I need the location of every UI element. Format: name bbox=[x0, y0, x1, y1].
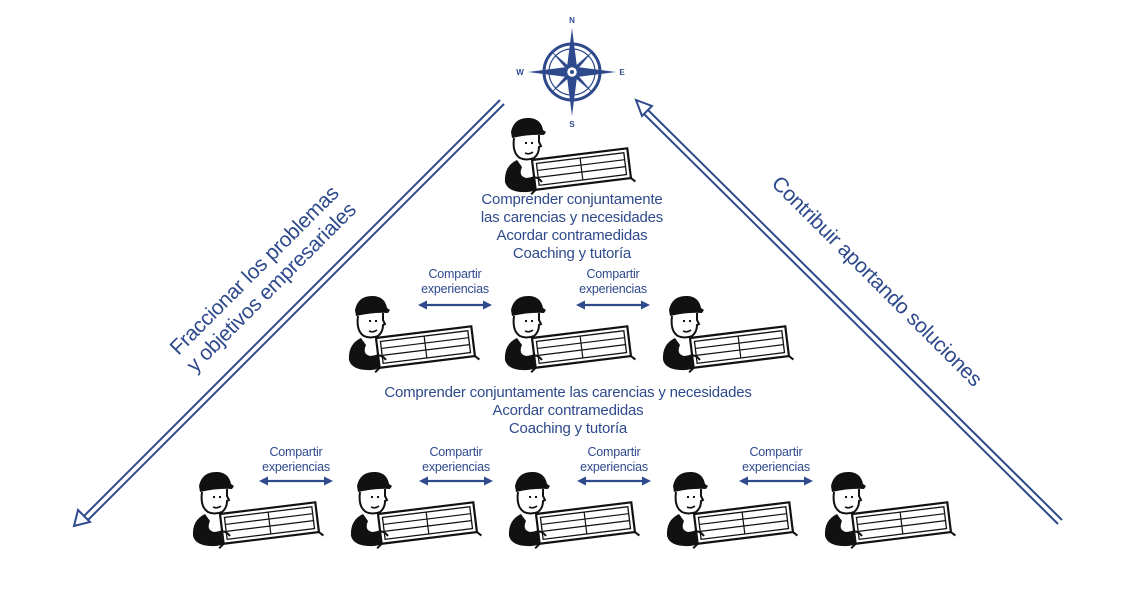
worker-figure-top bbox=[503, 116, 637, 196]
worker-figure-bottom-2 bbox=[349, 470, 483, 550]
share-label-line2: experiencias bbox=[421, 282, 489, 296]
middle-tier-line-1: Comprender conjuntamente las carencias y… bbox=[384, 384, 751, 401]
share-label-line2: experiencias bbox=[742, 460, 810, 474]
share-label-line1: Compartir bbox=[749, 445, 802, 459]
share-label-line1: Compartir bbox=[269, 445, 322, 459]
share-label-line1: Compartir bbox=[586, 267, 639, 281]
middle-tier-line-2: Acordar contramedidas bbox=[493, 402, 644, 419]
worker-figure-bottom-4 bbox=[665, 470, 799, 550]
right-ascending-arrow bbox=[634, 98, 1063, 525]
share-experience-bottom-3: Compartir experiencias bbox=[575, 445, 653, 487]
top-tier-line-3: Acordar contramedidas bbox=[497, 227, 648, 244]
double-arrow-icon bbox=[416, 299, 494, 311]
share-experience-middle-2: Compartir experiencias bbox=[574, 267, 652, 311]
worker-figure-bottom-5 bbox=[823, 470, 957, 550]
top-tier-line-2: las carencias y necesidades bbox=[481, 209, 663, 226]
share-label-line2: experiencias bbox=[422, 460, 490, 474]
share-label-line2: experiencias bbox=[579, 282, 647, 296]
compass-south-label: S bbox=[569, 120, 575, 129]
left-side-label: Fraccionar los problemas y objetivos emp… bbox=[166, 182, 361, 377]
compass-rose-icon: N S E W bbox=[516, 16, 625, 129]
top-tier-text: Comprender conjuntamente las carencias y… bbox=[481, 191, 663, 262]
top-tier-line-4: Coaching y tutoría bbox=[513, 245, 632, 262]
double-arrow-icon bbox=[417, 475, 495, 487]
middle-tier-line-3: Coaching y tutoría bbox=[509, 420, 628, 437]
left-side-label-line2: y objetivos empresariales bbox=[182, 198, 361, 377]
share-experience-middle-1: Compartir experiencias bbox=[416, 267, 494, 311]
left-descending-arrow bbox=[72, 99, 505, 528]
compass-north-label: N bbox=[569, 16, 575, 25]
left-side-label-line1: Fraccionar los problemas bbox=[166, 182, 344, 360]
double-arrow-icon bbox=[575, 475, 653, 487]
share-experience-bottom-2: Compartir experiencias bbox=[417, 445, 495, 487]
double-arrow-icon bbox=[574, 299, 652, 311]
worker-figure-middle-3 bbox=[661, 294, 795, 374]
compass-east-label: E bbox=[619, 68, 625, 77]
right-side-label: Contribuir aportando soluciones bbox=[767, 172, 986, 391]
share-label-line1: Compartir bbox=[428, 267, 481, 281]
share-label-line1: Compartir bbox=[587, 445, 640, 459]
share-experience-bottom-1: Compartir experiencias bbox=[257, 445, 335, 487]
top-tier-line-1: Comprender conjuntamente bbox=[481, 191, 662, 208]
share-label-line2: experiencias bbox=[262, 460, 330, 474]
middle-tier-text: Comprender conjuntamente las carencias y… bbox=[384, 384, 752, 437]
worker-figure-middle-2 bbox=[503, 294, 637, 374]
share-experience-bottom-4: Compartir experiencias bbox=[737, 445, 815, 487]
worker-figure-bottom-3 bbox=[507, 470, 641, 550]
compass-west-label: W bbox=[516, 68, 524, 77]
share-label-line2: experiencias bbox=[580, 460, 648, 474]
double-arrow-icon bbox=[737, 475, 815, 487]
worker-figure-bottom-1 bbox=[191, 470, 325, 550]
worker-figure-middle-1 bbox=[347, 294, 481, 374]
double-arrow-icon bbox=[257, 475, 335, 487]
share-label-line1: Compartir bbox=[429, 445, 482, 459]
